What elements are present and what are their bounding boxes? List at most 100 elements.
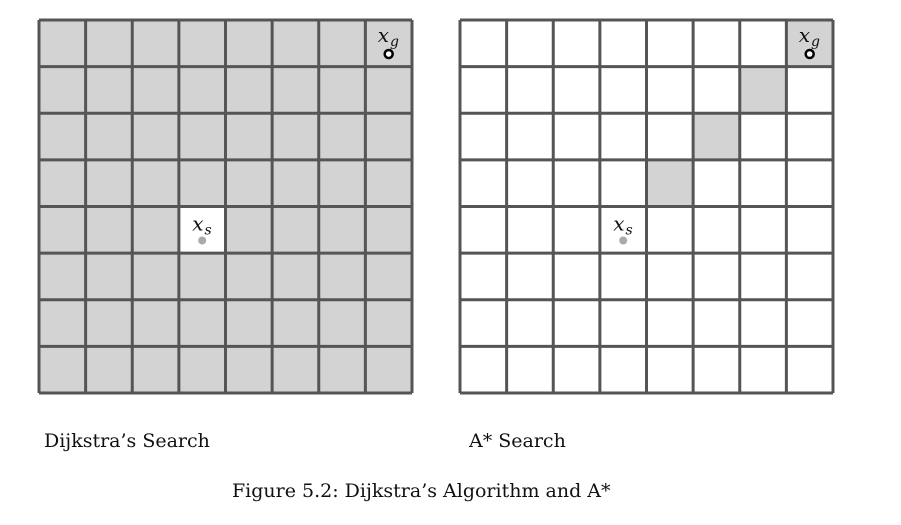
explored-cell xyxy=(85,206,133,254)
explored-cell xyxy=(132,346,179,393)
grid-cell xyxy=(599,20,647,67)
explored-cell xyxy=(225,113,273,160)
explored-cell xyxy=(225,206,273,254)
explored-cell xyxy=(178,66,226,114)
explored-cell xyxy=(318,206,366,254)
grid-cell xyxy=(553,113,600,160)
explored-cell xyxy=(39,113,86,160)
explored-cell xyxy=(272,159,319,207)
explored-cell xyxy=(365,66,412,114)
grid-cell xyxy=(786,113,833,160)
explored-cell xyxy=(365,113,412,160)
explored-cell xyxy=(85,159,133,207)
explored-cell xyxy=(739,66,787,114)
grid-cell xyxy=(553,253,600,300)
grid-cell xyxy=(646,113,694,160)
grid-cell xyxy=(739,113,787,160)
grid-cell xyxy=(599,113,647,160)
explored-cell xyxy=(132,206,179,254)
grid-cell xyxy=(599,299,647,347)
grid-cell xyxy=(739,299,787,347)
explored-cell xyxy=(318,299,366,347)
grid-cell xyxy=(786,66,833,114)
explored-cell xyxy=(272,66,319,114)
grid-cell xyxy=(786,299,833,347)
explored-cell xyxy=(365,206,412,254)
explored-cell xyxy=(272,20,319,67)
grid-cell xyxy=(693,20,740,67)
grid-cell xyxy=(506,253,554,300)
grid-cell xyxy=(506,159,554,207)
grid-cell xyxy=(599,253,647,300)
explored-cell xyxy=(646,159,694,207)
explored-cell xyxy=(318,20,366,67)
grid-cell xyxy=(693,159,740,207)
grid-cell xyxy=(739,253,787,300)
explored-cell xyxy=(85,253,133,300)
grid-cell xyxy=(693,299,740,347)
figure-caption: Figure 5.2: Dijkstra’s Algorithm and A* xyxy=(232,480,611,502)
grid-cell xyxy=(553,346,600,393)
explored-cell xyxy=(39,20,86,67)
dijkstra-title: Dijkstra’s Search xyxy=(44,430,210,452)
explored-cell xyxy=(272,113,319,160)
explored-cell xyxy=(178,20,226,67)
explored-cell xyxy=(365,159,412,207)
explored-cell xyxy=(693,113,740,160)
start-dot xyxy=(619,236,628,245)
explored-cell xyxy=(225,20,273,67)
explored-cell xyxy=(365,253,412,300)
grid-cell xyxy=(646,66,694,114)
grid-cell xyxy=(178,206,226,254)
grid-cell xyxy=(786,253,833,300)
explored-cell xyxy=(178,159,226,207)
grid-cell xyxy=(646,346,694,393)
explored-cell xyxy=(132,113,179,160)
explored-cell xyxy=(178,113,226,160)
explored-cell xyxy=(85,113,133,160)
grid-cell xyxy=(739,346,787,393)
grid-cell xyxy=(553,20,600,67)
grid-cell xyxy=(599,66,647,114)
explored-cell xyxy=(178,253,226,300)
grid-cell xyxy=(460,253,507,300)
start-subscript: s xyxy=(625,223,632,239)
start-dot xyxy=(198,236,207,245)
grid-cell xyxy=(739,206,787,254)
explored-cell xyxy=(85,20,133,67)
explored-cell xyxy=(318,113,366,160)
grid-cell xyxy=(646,299,694,347)
grid-cell xyxy=(693,346,740,393)
explored-cell xyxy=(365,346,412,393)
grid-cell xyxy=(599,346,647,393)
explored-cell xyxy=(39,299,86,347)
grid-cell xyxy=(646,20,694,67)
explored-cell xyxy=(178,299,226,347)
grid-cell xyxy=(506,66,554,114)
grid-cell xyxy=(786,346,833,393)
grid-cell xyxy=(460,113,507,160)
explored-cell xyxy=(132,299,179,347)
explored-cell xyxy=(39,206,86,254)
explored-cell xyxy=(225,346,273,393)
explored-cell xyxy=(272,346,319,393)
grid-cell xyxy=(506,206,554,254)
explored-cell xyxy=(39,346,86,393)
explored-cell xyxy=(318,66,366,114)
grid-cell xyxy=(506,113,554,160)
grid-cell xyxy=(646,206,694,254)
explored-cell xyxy=(365,299,412,347)
grid-cell xyxy=(599,159,647,207)
grid-cell xyxy=(553,66,600,114)
explored-cell xyxy=(39,66,86,114)
explored-cell xyxy=(318,253,366,300)
explored-cell xyxy=(225,299,273,347)
grid-cell xyxy=(460,159,507,207)
explored-cell xyxy=(132,159,179,207)
grid-cell xyxy=(786,159,833,207)
explored-cell xyxy=(272,299,319,347)
explored-cell xyxy=(132,20,179,67)
